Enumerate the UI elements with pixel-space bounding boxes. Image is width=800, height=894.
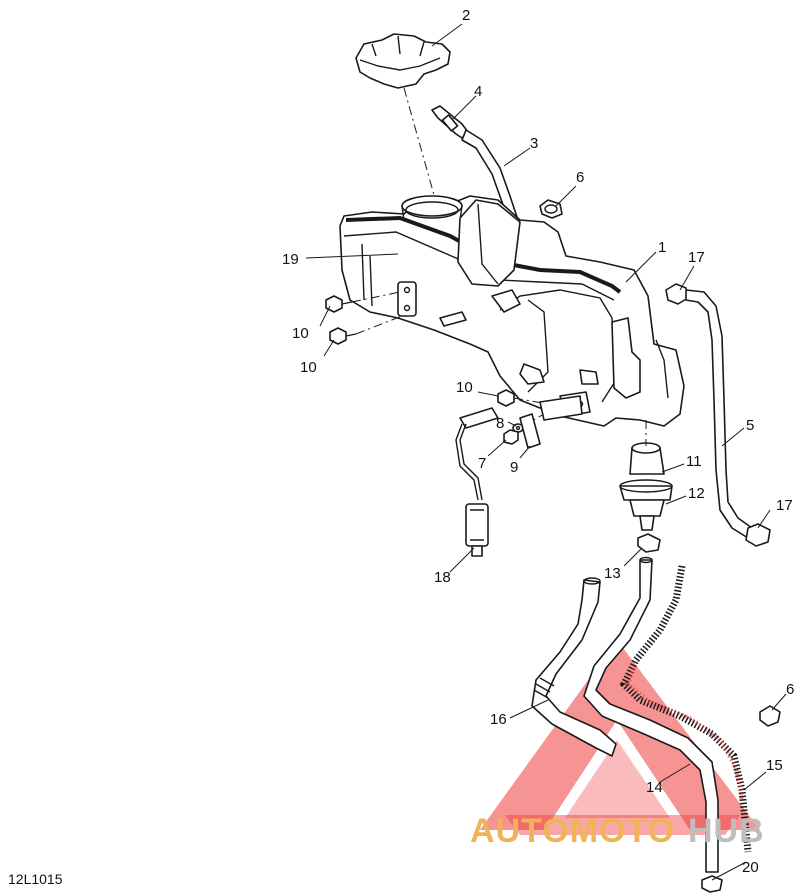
drain-hose-part-14 — [583, 556, 719, 873]
bolt-part-10-mid — [497, 389, 515, 407]
hose-clamp-part-17-upper — [665, 283, 689, 305]
watermark-text-automoto: AUTOMOTO — [470, 812, 675, 850]
callout-13: 13 — [604, 565, 621, 582]
callout-10-mid: 10 — [456, 379, 473, 396]
callout-14: 14 — [646, 779, 663, 796]
bolt-part-10-lower — [329, 327, 357, 345]
callout-9: 9 — [510, 459, 518, 476]
callout-17-upper: 17 — [688, 249, 705, 266]
watermark-triangle — [480, 640, 760, 835]
callout-16: 16 — [490, 711, 507, 728]
callout-5: 5 — [746, 417, 754, 434]
filler-cap-part-2 — [355, 33, 451, 89]
vent-fitting-part-4 — [431, 105, 469, 139]
callout-7: 7 — [478, 455, 486, 472]
callout-4: 4 — [474, 83, 482, 100]
callout-3: 3 — [530, 135, 538, 152]
callout-10-upper: 10 — [292, 325, 309, 342]
oil-tank-part-1 — [339, 195, 685, 427]
callout-6-lower: 6 — [786, 681, 794, 698]
level-sensor-part-18 — [455, 407, 499, 557]
callout-2: 2 — [462, 7, 470, 24]
hose-clamp-part-17-lower — [745, 523, 771, 547]
callout-19: 19 — [282, 251, 299, 268]
drawing-number: 12L1015 — [8, 871, 63, 887]
hose-clamp-part-6-lower — [759, 705, 781, 727]
callout-15: 15 — [766, 757, 783, 774]
bolt-part-10-upper — [325, 295, 353, 313]
watermark-logo: AUTOMOTO HUB — [470, 812, 765, 850]
sensor-bracket-part-9 — [519, 395, 583, 449]
spring-guard-part-15 — [619, 565, 752, 853]
check-valve-part-11 — [619, 442, 673, 531]
watermark-text-hub: HUB — [688, 812, 765, 850]
callout-1: 1 — [658, 239, 666, 256]
callout-18: 18 — [434, 569, 451, 586]
hose-clamp-part-13 — [637, 533, 661, 553]
callout-20: 20 — [742, 859, 759, 876]
leader-lines — [305, 23, 787, 881]
hose-clamp-part-20 — [701, 875, 723, 893]
nut-part-7 — [503, 429, 519, 445]
callout-6-top: 6 — [576, 169, 584, 186]
breather-hose-part-16 — [531, 577, 617, 757]
callout-11: 11 — [686, 453, 702, 470]
callout-labels: 1 2 3 4 5 6 6 7 8 9 10 10 10 11 12 13 14… — [282, 7, 794, 876]
callout-12: 12 — [688, 485, 705, 502]
callout-8: 8 — [496, 415, 504, 432]
callout-17-lower: 17 — [776, 497, 793, 514]
callout-10-lower: 10 — [300, 359, 317, 376]
hose-clamp-part-6-top — [539, 199, 563, 219]
